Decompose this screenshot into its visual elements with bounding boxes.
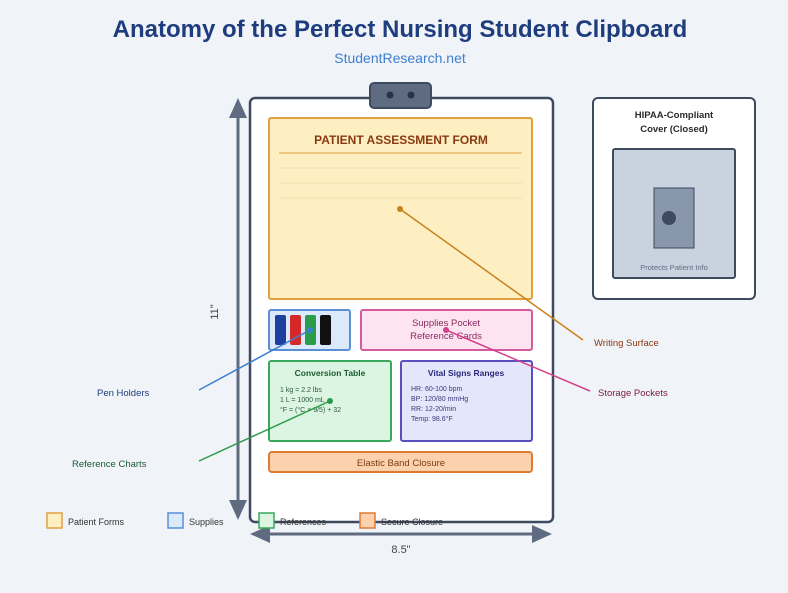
- pen-icon: [290, 315, 301, 345]
- width-label: 8.5": [391, 544, 410, 556]
- elastic-band-closure: Elastic Band Closure: [268, 451, 533, 473]
- callout-reference-charts: Reference Charts: [72, 398, 333, 470]
- vital-signs-card: Vital Signs Ranges HR: 60-100 bpm BP: 12…: [400, 360, 533, 442]
- vital-line: Temp: 98.6°F: [411, 415, 453, 423]
- cover-title: Cover (Closed): [640, 124, 708, 135]
- conversion-line: 1 kg = 2.2 lbs: [280, 387, 322, 394]
- callout-writing-surface: Writing Surface: [397, 206, 659, 349]
- cover-caption: Protects Patient Info: [640, 263, 708, 272]
- svg-text:Patient Forms: Patient Forms: [68, 517, 125, 527]
- callout-storage-pockets: Storage Pockets: [443, 327, 668, 399]
- callout-pen-holders: Pen Holders: [97, 327, 313, 399]
- cover-title: HIPAA-Compliant: [635, 110, 714, 121]
- closure-label: Elastic Band Closure: [357, 458, 445, 469]
- writing-surface-label: Writing Surface: [594, 338, 659, 349]
- svg-text:References: References: [280, 517, 327, 527]
- page-title: Anatomy of the Perfect Nursing Student C…: [113, 16, 688, 43]
- pen-icon: [275, 315, 286, 345]
- reference-cards-label: Reference Cards: [410, 331, 482, 342]
- legend-item-references: References: [258, 512, 327, 529]
- width-dimension: 8.5": [250, 525, 552, 556]
- legend-item-patient-forms: Patient Forms: [46, 512, 125, 529]
- lock-icon: [662, 211, 676, 225]
- supplies-pocket-label: Supplies Pocket: [412, 318, 480, 329]
- vital-signs-title: Vital Signs Ranges: [428, 368, 505, 378]
- hipaa-cover-panel: HIPAA-Compliant Cover (Closed) Protects …: [592, 97, 756, 300]
- page-subtitle: StudentResearch.net: [334, 50, 466, 66]
- height-dimension: 11": [209, 98, 247, 520]
- conversion-line: 1 L = 1000 mL: [280, 397, 325, 404]
- vital-line: RR: 12-20/min: [411, 406, 456, 413]
- vital-line: BP: 120/80 mmHg: [411, 396, 468, 403]
- conversion-title: Conversion Table: [295, 368, 366, 378]
- reference-charts-label: Reference Charts: [72, 459, 147, 470]
- vital-line: HR: 60-100 bpm: [411, 386, 463, 393]
- storage-pockets-label: Storage Pockets: [598, 388, 668, 399]
- pen-icon: [320, 315, 331, 345]
- legend-item-secure-closure: Secure Closure: [359, 512, 443, 529]
- svg-text:Secure Closure: Secure Closure: [381, 517, 443, 527]
- svg-text:Supplies: Supplies: [189, 517, 224, 527]
- legend: Patient Forms Supplies References Secure…: [46, 512, 443, 529]
- clipboard-clip: [369, 82, 432, 109]
- height-label: 11": [209, 304, 221, 319]
- pen-holders-label: Pen Holders: [97, 388, 150, 399]
- legend-item-supplies: Supplies: [167, 512, 224, 529]
- form-title: PATIENT ASSESSMENT FORM: [314, 133, 488, 147]
